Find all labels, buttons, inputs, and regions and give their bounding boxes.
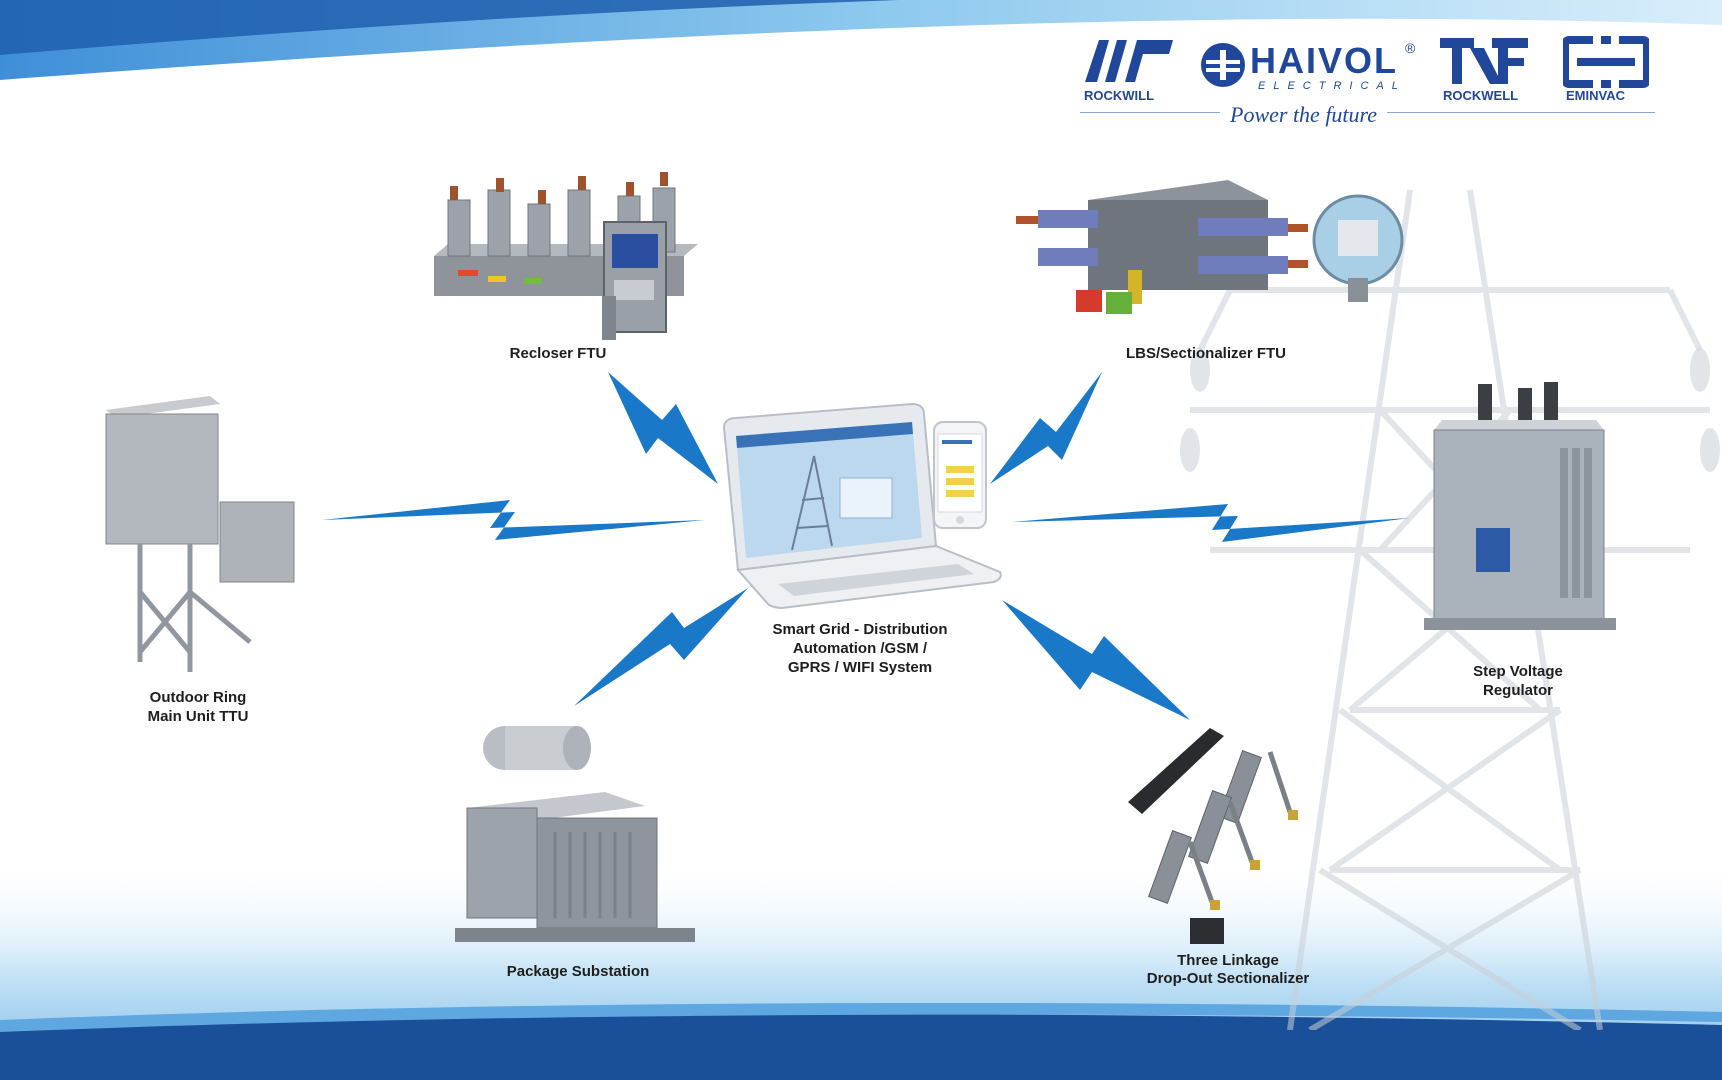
rmu-label: Outdoor Ring Main Unit TTU — [147, 689, 249, 725]
bolt-recloser — [608, 372, 718, 484]
bolt-rmu — [322, 500, 705, 540]
recloser-label: Recloser FTU — [509, 345, 607, 362]
rockwell-logo-text: ROCKWELL — [1443, 88, 1519, 103]
regulator-illustration — [1424, 382, 1616, 630]
substation-label: Package Substation — [506, 963, 650, 980]
bolt-regulator — [1012, 504, 1410, 542]
bolt-substation — [574, 588, 748, 706]
haivol-globe-icon — [1201, 43, 1245, 87]
rockwell-trf-icon — [1440, 38, 1528, 84]
smartphone-icon — [933, 421, 987, 529]
lbs-label: LBS/Sectionalizer FTU — [1125, 345, 1287, 362]
logo-bar: ROCKWILL HAIVOL ® ELECTRICAL ROCKWELL EM… — [1080, 32, 1660, 132]
laptop-icon — [722, 402, 1002, 610]
bolt-dropout — [1002, 600, 1190, 720]
rmu-illustration — [105, 396, 295, 672]
bottom-banner — [0, 860, 1722, 1080]
lbs-illustration — [1016, 180, 1404, 314]
eminvac-icon — [1563, 36, 1649, 88]
rockwill-rw-icon — [1085, 40, 1173, 82]
eminvac-logo-text: EMINVAC — [1566, 88, 1625, 103]
haivol-logo-text: HAIVOL — [1250, 40, 1399, 81]
top-banner — [0, 0, 1722, 80]
rockwill-logo-text: ROCKWILL — [1084, 88, 1155, 103]
registered-mark: ® — [1405, 40, 1416, 56]
regulator-label: Step Voltage Regulator — [1473, 663, 1563, 699]
center-label: Smart Grid - Distribution Automation /GS… — [772, 621, 948, 676]
bolt-lbs — [990, 372, 1102, 484]
dropout-label: Three Linkage Drop-Out Sectionalizer — [1146, 952, 1310, 987]
dropout-illustration — [1128, 728, 1298, 944]
haivol-sub-text: ELECTRICAL — [1258, 80, 1406, 92]
recloser-illustration — [434, 172, 698, 340]
tagline: Power the future — [1220, 102, 1388, 128]
substation-illustration — [455, 726, 695, 942]
